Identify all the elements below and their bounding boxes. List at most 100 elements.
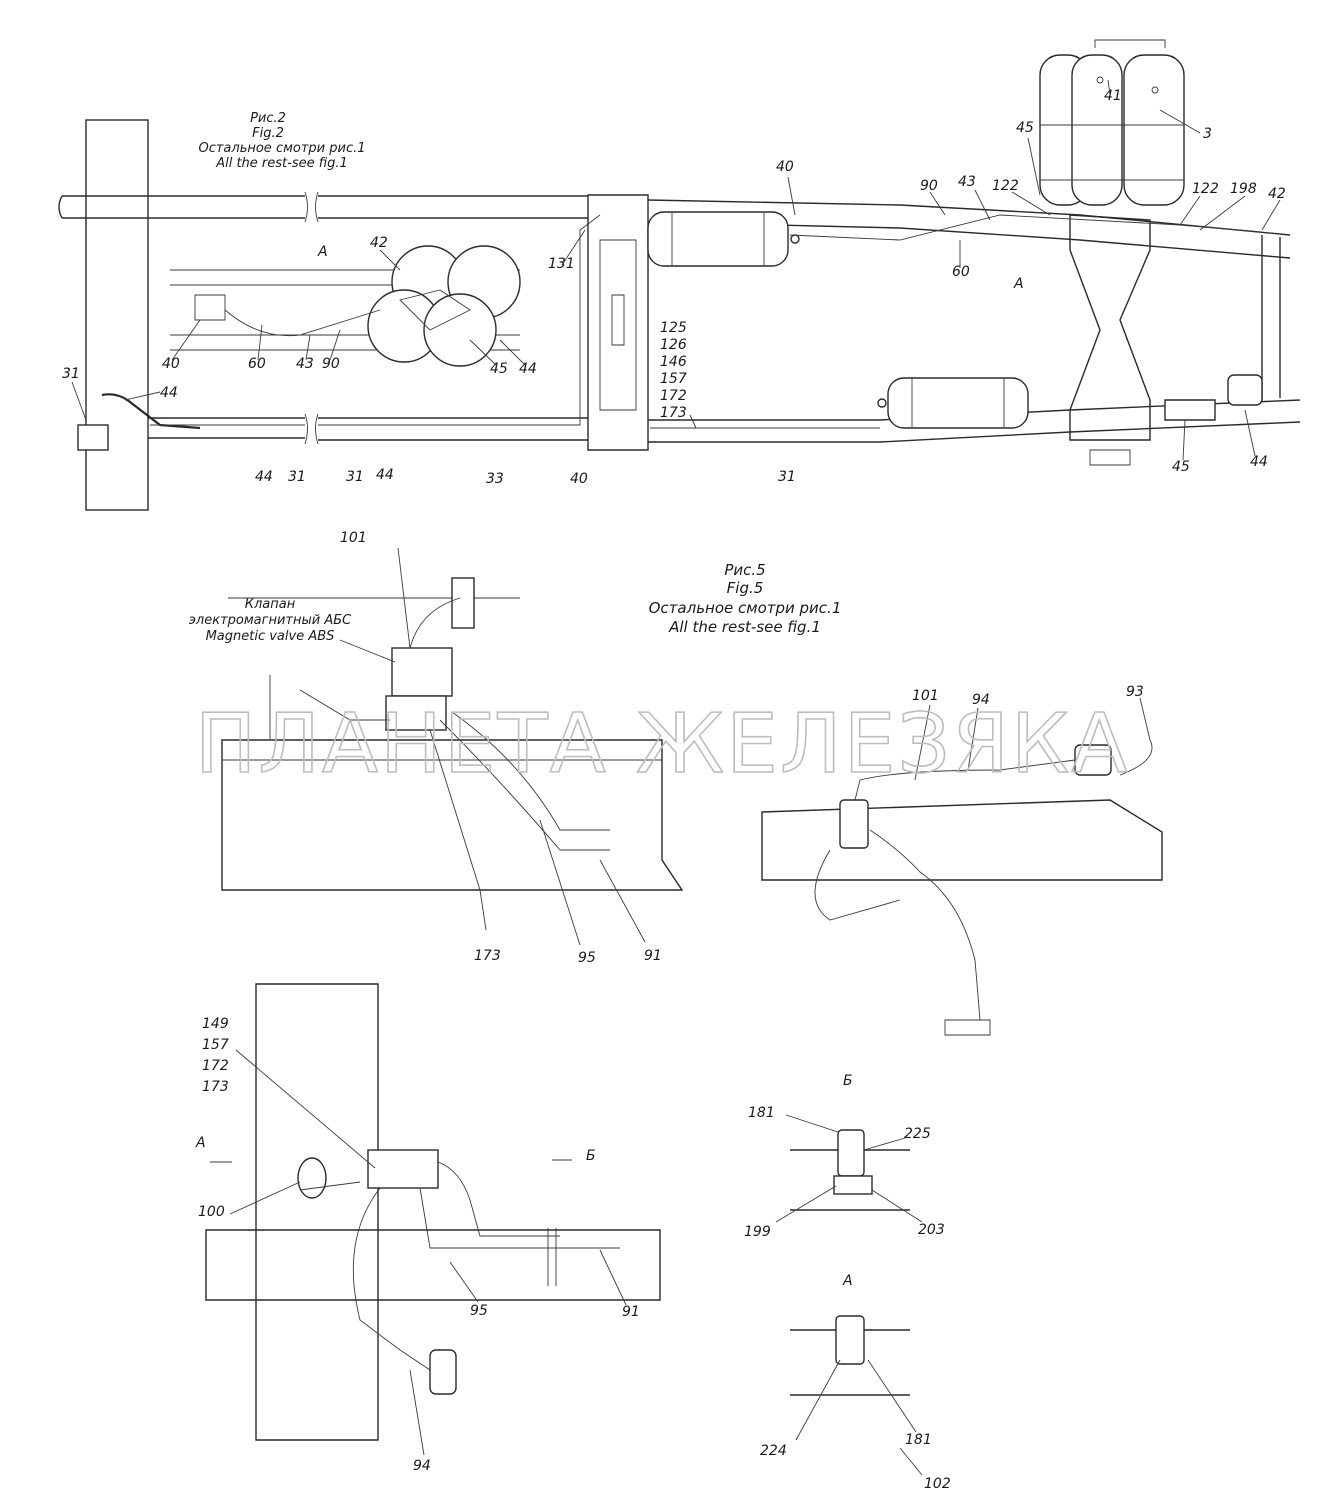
fig5-left-drawing	[221, 547, 684, 946]
pipe-riser-left	[579, 214, 601, 425]
label-91-bottom: 91	[622, 1304, 640, 1320]
fig5-right-pipes	[814, 759, 1110, 1036]
bottom-clamp-marks	[547, 1228, 557, 1286]
label-42-left: 42	[370, 235, 388, 251]
fig5-top-unit	[451, 577, 475, 629]
fig5-caption-line1: Рис.5	[724, 561, 765, 579]
label-33: 33	[486, 471, 504, 487]
label-44-right: 44	[1250, 454, 1268, 470]
lower-rail-left	[148, 417, 305, 439]
fig5-pipes	[299, 597, 610, 931]
view-b-title: Б	[843, 1073, 853, 1089]
leader-101a	[397, 547, 411, 649]
upper-rail-left	[58, 195, 305, 219]
label-90-top: 90	[920, 178, 938, 194]
bottom-pipes	[299, 1161, 620, 1371]
label-94-bottom: 94	[413, 1458, 431, 1474]
valve-a-lines	[194, 294, 381, 337]
pipe-lower	[150, 424, 880, 429]
valve-caption-line2: электромагнитный АБС	[189, 613, 352, 628]
abs-valve-body	[391, 647, 453, 697]
left-cross-member-inner	[599, 239, 637, 411]
label-181-a: 181	[905, 1432, 932, 1448]
break-marks-upper	[304, 191, 319, 223]
view-a-labels: А 224 181 102	[760, 1273, 951, 1492]
view-a-drawing	[790, 1315, 923, 1476]
stack-label-172: 172	[660, 388, 687, 404]
inner-rails	[170, 269, 520, 351]
fig5-frame-beam	[221, 739, 684, 891]
label-60-right: 60	[952, 264, 970, 280]
label-122-left: 122	[992, 178, 1019, 194]
fig5-right-drawing	[761, 697, 1163, 1036]
label-41: 41	[1104, 88, 1122, 104]
bottom-detail-labels: 149 157 172 173 А Б 100 95 91 94	[195, 1016, 640, 1474]
receiver-upper	[647, 211, 800, 267]
view-a-title: А	[842, 1273, 853, 1289]
valve-caption-line1: Клапан	[245, 597, 296, 612]
stack-label-173: 173	[660, 405, 687, 421]
label-91-fig5: 91	[644, 948, 662, 964]
bottom-vertical-beam	[255, 983, 379, 1441]
label-198: 198	[1230, 181, 1257, 197]
bottom-leaders	[210, 1049, 627, 1456]
fig5-caption-line4: All the rest-see fig.1	[668, 618, 821, 636]
view-a-valve	[835, 1315, 865, 1365]
stack-label-149: 149	[202, 1016, 229, 1032]
fig2-caption-line2: Fig.2	[252, 126, 284, 141]
label-31-left: 31	[62, 366, 80, 382]
label-203: 203	[918, 1222, 945, 1238]
label-43-top: 43	[958, 174, 976, 190]
label-90-left: 90	[322, 356, 340, 372]
fig5-right-beam	[761, 799, 1163, 881]
upper-rail-mid	[318, 195, 588, 219]
stack-label-126: 126	[660, 337, 687, 353]
fig5-right-fitting	[1074, 744, 1112, 776]
label-122-right: 122	[1192, 181, 1219, 197]
right-cylinder	[1227, 374, 1263, 406]
label-45-top: 45	[1016, 120, 1034, 136]
view-a-leaders	[795, 1359, 923, 1476]
fig2-caption-line4: All the rest-see fig.1	[215, 156, 348, 171]
label-95-fig5: 95	[578, 950, 596, 966]
label-94-right: 94	[972, 692, 990, 708]
fig5-valve-caption: Клапан электромагнитный АБС Magnetic val…	[189, 597, 352, 644]
abs-valve-base	[385, 695, 447, 731]
label-101-right: 101	[912, 688, 939, 704]
label-102: 102	[924, 1476, 951, 1492]
fig2-view-a-label: А	[317, 244, 328, 260]
label-40-bottom: 40	[570, 471, 588, 487]
fig2-caption: Рис.2 Fig.2 Остальное смотри рис.1 All t…	[198, 111, 365, 171]
pipe-upper-right	[789, 214, 1263, 241]
fig5-right-labels: 101 94 93	[912, 684, 1144, 708]
stack-label-125: 125	[660, 320, 687, 336]
stack-label-157: 157	[660, 371, 687, 387]
fig5-right-valve	[839, 799, 869, 849]
tank-group-vertical	[1039, 39, 1185, 206]
fig5-left-labels: 101 173 95 91	[340, 530, 662, 966]
break-marks-lower	[304, 413, 319, 445]
stack-label-172b: 172	[202, 1058, 229, 1074]
label-224: 224	[760, 1443, 787, 1459]
label-44-bottom-a: 44	[255, 469, 273, 485]
view-b-valve-base	[833, 1175, 873, 1195]
label-31-bottom-a: 31	[288, 469, 306, 485]
view-b-valve	[837, 1129, 865, 1177]
left-vertical-beam	[85, 119, 149, 511]
label-a-bottom: А	[195, 1135, 206, 1151]
label-42-right: 42	[1268, 186, 1286, 202]
label-199: 199	[744, 1224, 771, 1240]
valve-caption-leader	[339, 639, 396, 663]
right-cross-member	[1069, 214, 1151, 441]
fig5-caption: Рис.5 Fig.5 Остальное смотри рис.1 All t…	[649, 561, 842, 636]
leaders-95-91	[539, 819, 646, 946]
label-45-left: 45	[490, 361, 508, 377]
label-31-bottom-c: 31	[778, 469, 796, 485]
valve-caption-line3: Magnetic valve ABS	[206, 629, 335, 644]
bottom-lower-fitting	[429, 1349, 457, 1395]
left-cross-member	[587, 194, 649, 451]
label-b-bottom: Б	[586, 1148, 596, 1164]
receiver-lower	[877, 377, 1029, 429]
view-b-labels: Б 181 225 199 203	[744, 1073, 945, 1240]
label-3: 3	[1203, 126, 1212, 142]
